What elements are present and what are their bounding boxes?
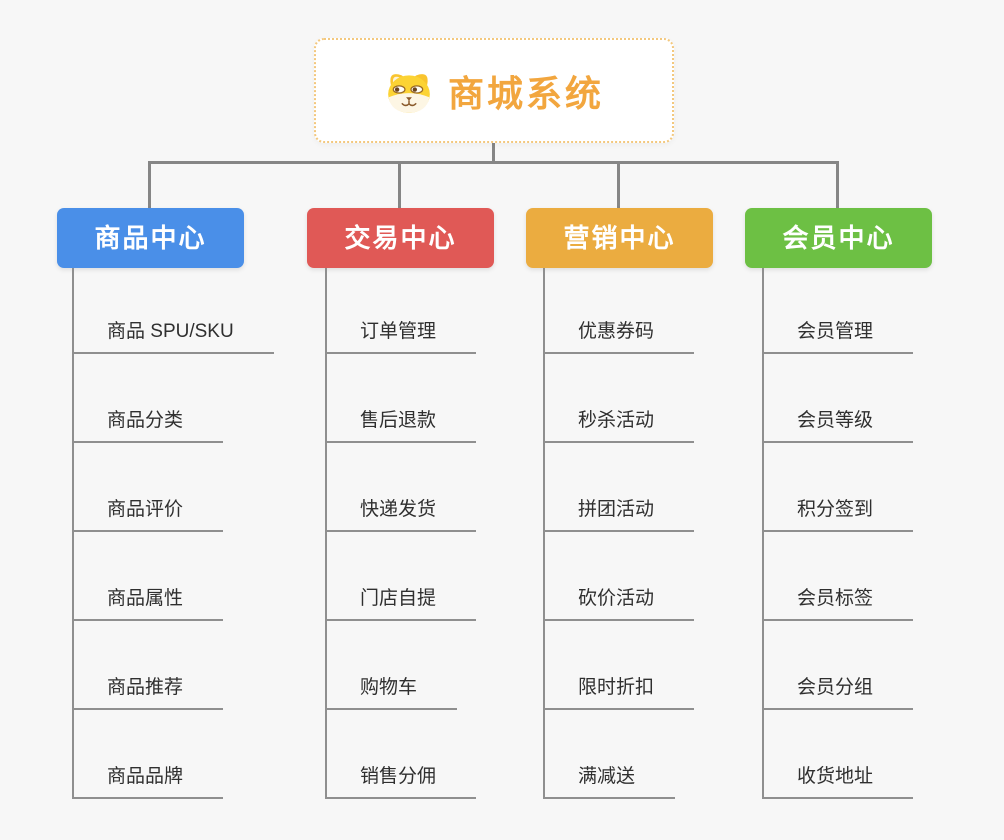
- topic-item-label: 商品推荐: [74, 672, 224, 710]
- connector-drop-branch-2: [398, 161, 401, 209]
- topic-item-label: 会员分组: [764, 672, 914, 710]
- dog-face-icon: [384, 68, 434, 114]
- topic-item-label: 门店自提: [327, 583, 477, 621]
- root-topic-label: 商城系统: [447, 72, 604, 114]
- branch-children-marketing-center: 优惠券码 秒杀活动 拼团活动 砍价活动 限时折扣 满减送: [543, 268, 695, 799]
- topic-item-label: 满减送: [545, 761, 676, 799]
- topic-item-label: 订单管理: [327, 316, 477, 354]
- topic-item-label: 商品品牌: [74, 761, 224, 799]
- topic-item-label: 商品属性: [74, 583, 224, 621]
- branch-children-product-center: 商品 SPU/SKU 商品分类 商品评价 商品属性 商品推荐 商品品牌: [72, 268, 274, 799]
- topic-item-label: 优惠券码: [545, 316, 695, 354]
- topic-item-label: 砍价活动: [545, 583, 695, 621]
- branch-header-trade-center[interactable]: 交易中心: [307, 208, 494, 268]
- topic-item-label: 快递发货: [327, 494, 477, 532]
- connector-drop-branch-1: [148, 161, 151, 209]
- branch-children-member-center: 会员管理 会员等级 积分签到 会员标签 会员分组 收货地址: [762, 268, 914, 799]
- topic-item-label: 售后退款: [327, 405, 477, 443]
- connector-root-drop: [492, 143, 495, 163]
- branch-header-member-center[interactable]: 会员中心: [745, 208, 932, 268]
- branch-children-trade-center: 订单管理 售后退款 快递发货 门店自提 购物车 销售分佣: [325, 268, 477, 799]
- topic-item-label: 会员标签: [764, 583, 914, 621]
- topic-item-label: 秒杀活动: [545, 405, 695, 443]
- topic-item-label: 拼团活动: [545, 494, 695, 532]
- branch-header-product-center[interactable]: 商品中心: [57, 208, 244, 268]
- topic-item-label: 商品 SPU/SKU: [74, 316, 274, 354]
- connector-drop-branch-3: [617, 161, 620, 209]
- topic-item-label: 收货地址: [764, 761, 914, 799]
- root-topic[interactable]: 商城系统: [314, 38, 674, 143]
- branch-header-marketing-center[interactable]: 营销中心: [526, 208, 713, 268]
- topic-item-label: 积分签到: [764, 494, 914, 532]
- topic-item-label: 商品分类: [74, 405, 224, 443]
- connector-drop-branch-4: [836, 161, 839, 209]
- topic-item-label: 限时折扣: [545, 672, 695, 710]
- topic-item-label: 商品评价: [74, 494, 224, 532]
- topic-item-label: 购物车: [327, 672, 458, 710]
- topic-item-label: 会员管理: [764, 316, 914, 354]
- topic-item-label: 销售分佣: [327, 761, 477, 799]
- topic-item-label: 会员等级: [764, 405, 914, 443]
- connector-horizontal-rail: [148, 161, 839, 164]
